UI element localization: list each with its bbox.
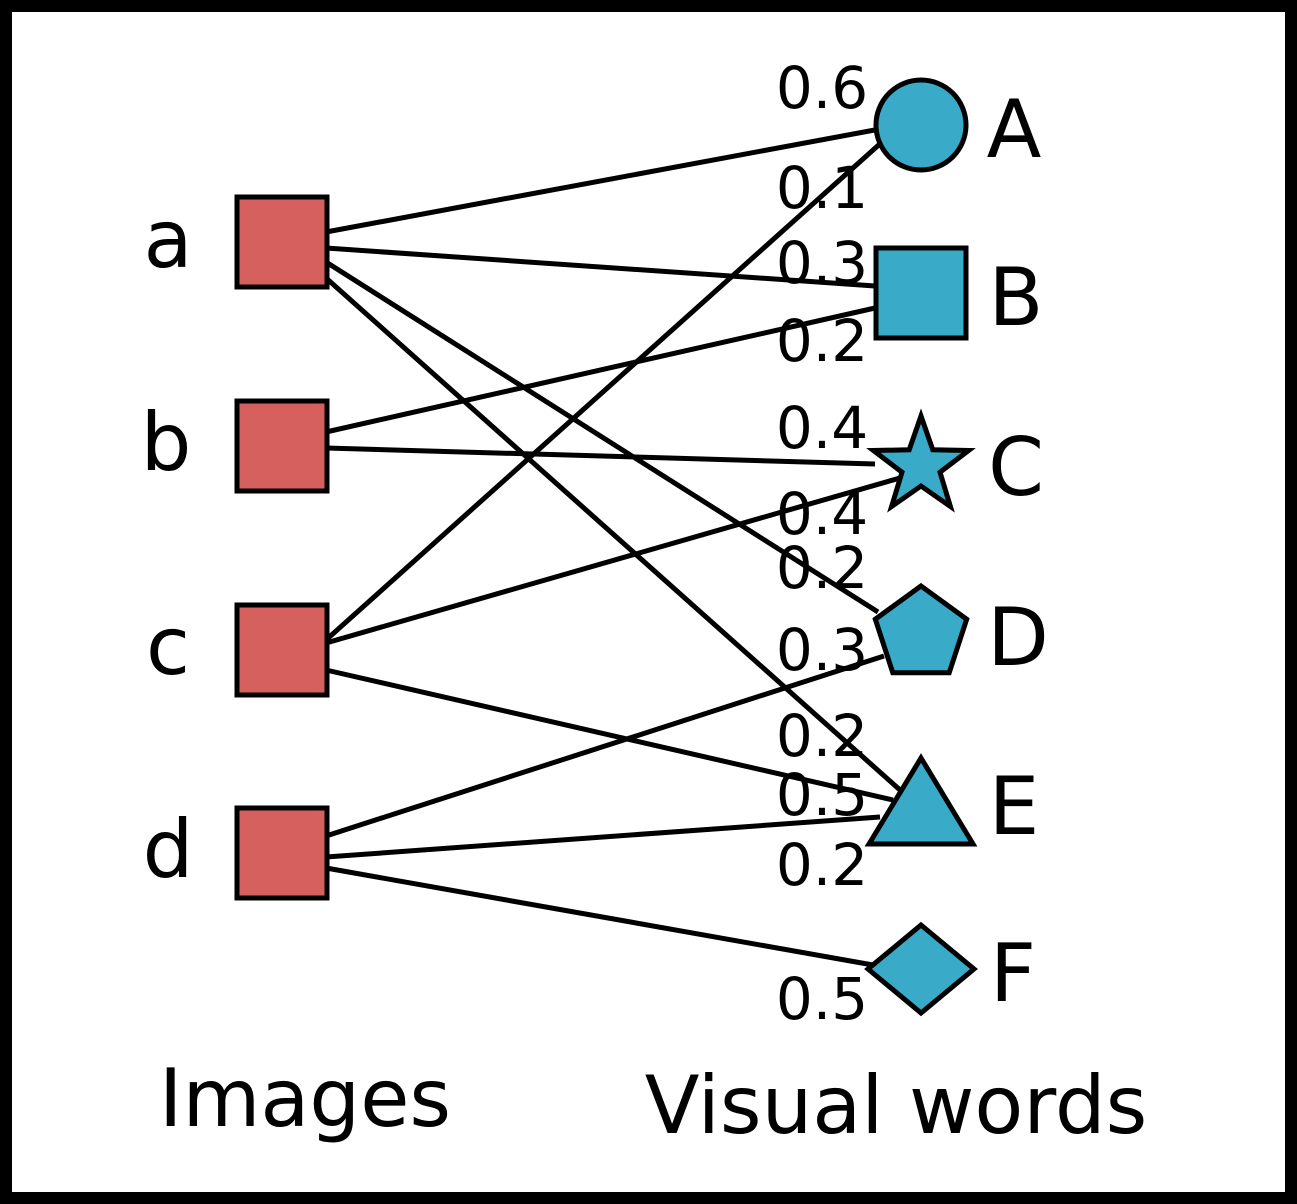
edge-d-E: [325, 814, 881, 860]
edge-a-D: [324, 259, 880, 615]
visual-word-label-B: B: [989, 251, 1044, 344]
edge-weight-b-B: 0.2: [776, 307, 868, 375]
images-group-label: Images: [159, 1052, 451, 1145]
edge-weight-d-D: 0.3: [776, 616, 868, 684]
image-node-label-a: a: [143, 193, 192, 286]
visual-word-label-C: C: [988, 421, 1044, 514]
visual-word-label-F: F: [990, 927, 1036, 1020]
image-node-label-b: b: [141, 396, 192, 489]
visual-word-label-D: D: [987, 591, 1049, 684]
edge-weight-a-B: 0.3: [776, 229, 868, 297]
visual-word-node-F-diamond-icon: [864, 921, 978, 1017]
edge-weight-d-F: 0.5: [776, 965, 868, 1033]
visual-word-node-B-square-icon: [873, 245, 969, 341]
visual-word-node-E-triangle-icon: [864, 753, 978, 847]
edge-d-F: [325, 865, 874, 968]
edge-weight-a-E: 0.2: [776, 702, 868, 770]
image-node-label-d: d: [143, 803, 194, 896]
edge-weight-a-A: 0.6: [776, 54, 868, 122]
edge-d-D: [325, 653, 885, 839]
edge-b-C: [325, 445, 876, 467]
image-node-b: [234, 398, 330, 494]
image-node-label-c: c: [146, 600, 190, 693]
visual-word-label-A: A: [987, 83, 1042, 176]
edge-weight-c-C: 0.4: [776, 480, 868, 548]
edge-c-A: [324, 140, 884, 642]
visual-word-node-D-pentagon-icon: [872, 582, 970, 676]
edge-weight-a-D: 0.2: [776, 534, 868, 602]
edge-a-A: [325, 126, 881, 235]
visual-word-node-C-star-icon: [866, 408, 976, 513]
edge-b-B: [325, 305, 876, 435]
edge-a-B: [325, 245, 876, 289]
edge-c-C: [325, 475, 901, 646]
edge-weight-b-C: 0.4: [776, 394, 868, 462]
image-node-a: [234, 194, 330, 290]
edge-weight-c-A: 0.1: [776, 154, 868, 222]
visual-words-group-label: Visual words: [645, 1059, 1148, 1152]
visual-word-node-A-circle-icon: [873, 77, 969, 173]
edge-weight-c-E: 0.5: [776, 761, 868, 829]
weight-labels: 0.60.30.20.20.20.40.10.40.50.30.20.5: [776, 54, 868, 1033]
edge-a-E: [324, 276, 902, 792]
image-node-d: [234, 805, 330, 901]
edge-c-E: [325, 667, 894, 803]
image-node-c: [234, 602, 330, 698]
image-nodes: a b c d: [141, 193, 330, 901]
visual-word-label-E: E: [989, 760, 1040, 853]
edge-weight-d-E: 0.2: [776, 831, 868, 899]
edges: [324, 126, 902, 968]
